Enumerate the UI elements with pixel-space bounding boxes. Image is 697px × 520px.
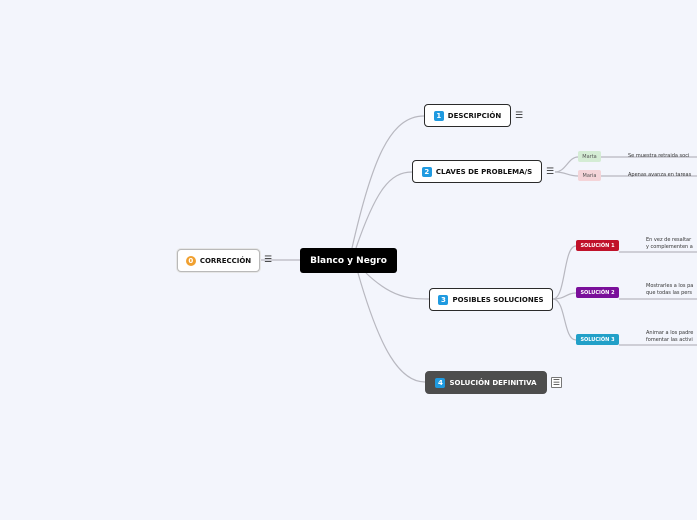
note-text: Se muestra retraida soci — [628, 153, 690, 159]
tag-label: SOLUCIÓN 2 — [580, 289, 615, 296]
branch-label: CLAVES DE PROBLEMA/S — [435, 167, 533, 176]
branch-posibles-soluciones[interactable]: 3 POSIBLES SOLUCIONES — [429, 288, 553, 311]
solution-text: En vez de resaltar y complementen a — [646, 237, 697, 251]
root-node[interactable]: Blanco y Negro — [300, 248, 397, 273]
branch-claves[interactable]: 2 CLAVES DE PROBLEMA/S — [412, 160, 542, 183]
text-line: que todas las pers — [646, 290, 693, 296]
notes-icon[interactable]: ☰ — [551, 377, 562, 388]
topic-number-badge: 4 — [435, 377, 446, 388]
text-line: fomentar las activi — [646, 337, 693, 343]
branch-label: DESCRIPCIÓN — [447, 111, 502, 120]
notes-icon[interactable]: ☰ — [264, 255, 273, 265]
text-line: Animar a los padre — [646, 330, 694, 336]
root-label: Blanco y Negro — [310, 255, 387, 266]
topic-number-badge: 1 — [433, 110, 444, 121]
text-line: Mostrarles a los pa — [646, 283, 694, 289]
notes-icon[interactable]: ☰ — [546, 167, 555, 177]
tag-marta[interactable]: Marta — [578, 151, 601, 162]
tag-label: SOLUCIÓN 3 — [580, 336, 615, 343]
topic-number-badge: 0 — [185, 255, 196, 266]
solution-text: Animar a los padre fomentar las activi — [646, 330, 697, 344]
branch-solucion-definitiva[interactable]: 4 SOLUCIÓN DEFINITIVA — [425, 371, 547, 394]
branch-correccion[interactable]: 0 CORRECCIÓN — [177, 249, 260, 272]
tag-solucion-3[interactable]: SOLUCIÓN 3 — [576, 334, 619, 345]
tag-label: Maria — [582, 172, 597, 179]
tag-solucion-1[interactable]: SOLUCIÓN 1 — [576, 240, 619, 251]
branch-label: POSIBLES SOLUCIONES — [452, 295, 544, 304]
tag-solucion-2[interactable]: SOLUCIÓN 2 — [576, 287, 619, 298]
solution-text: Mostrarles a los pa que todas las pers — [646, 283, 697, 297]
text-line: y complementen a — [646, 244, 693, 250]
tag-label: SOLUCIÓN 1 — [580, 242, 615, 249]
tag-label: Marta — [582, 153, 597, 160]
branch-label: SOLUCIÓN DEFINITIVA — [449, 378, 537, 387]
topic-number-badge: 2 — [421, 166, 432, 177]
branch-label: CORRECCIÓN — [199, 256, 252, 265]
notes-icon[interactable]: ☰ — [515, 111, 524, 121]
tag-maria[interactable]: Maria — [578, 170, 601, 181]
note-text: Apenas avanza en tareas — [628, 172, 692, 178]
branch-descripcion[interactable]: 1 DESCRIPCIÓN — [424, 104, 511, 127]
topic-number-badge: 3 — [438, 294, 449, 305]
text-line: En vez de resaltar — [646, 237, 692, 243]
